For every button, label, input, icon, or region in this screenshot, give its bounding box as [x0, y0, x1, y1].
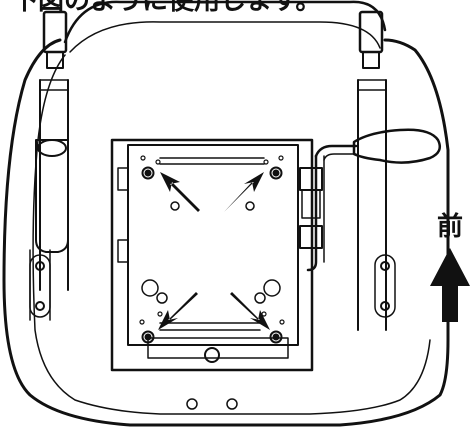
right-post — [357, 10, 387, 331]
slide-mechanism — [299, 154, 325, 272]
plate-hole-mid-left — [170, 201, 180, 211]
plate-hole-right-small — [254, 292, 266, 304]
backrest-arc-inner — [69, 21, 381, 53]
plate-slot-bottom — [159, 322, 261, 331]
left-rail — [29, 249, 51, 321]
left-cylinder-cap — [37, 139, 67, 157]
left-cylinder — [35, 139, 69, 253]
mounting-frame — [110, 138, 314, 372]
plate-hole-left — [141, 279, 159, 297]
corner-screw-top-left — [140, 155, 161, 180]
plate-slot-top — [159, 157, 265, 165]
arrow-diagonal-icon — [158, 172, 270, 330]
corner-screw-top-right — [263, 155, 284, 180]
front-direction-label: 前 — [436, 212, 463, 242]
plate-hole-right — [263, 279, 281, 297]
arrow-up-icon — [430, 248, 470, 322]
base-hole-left — [186, 398, 198, 410]
seat-base-inner-rim — [32, 54, 431, 415]
frame-tab-left-lower — [117, 239, 129, 263]
plate-center-hole — [204, 347, 220, 363]
plate-hole-left-small — [156, 292, 168, 304]
backrest-arc — [63, 0, 387, 44]
right-rail — [374, 254, 396, 318]
plate-hole-mid-right — [245, 201, 255, 211]
frame-tab-left-upper — [117, 167, 129, 191]
instruction-caption: 下図のように使用します。 — [12, 0, 322, 16]
lever-grip — [352, 128, 441, 164]
base-hole-right — [226, 398, 238, 410]
adjustment-lever — [314, 128, 441, 164]
seat-base-outline — [2, 38, 450, 427]
corner-screw-bottom-left — [139, 311, 163, 344]
